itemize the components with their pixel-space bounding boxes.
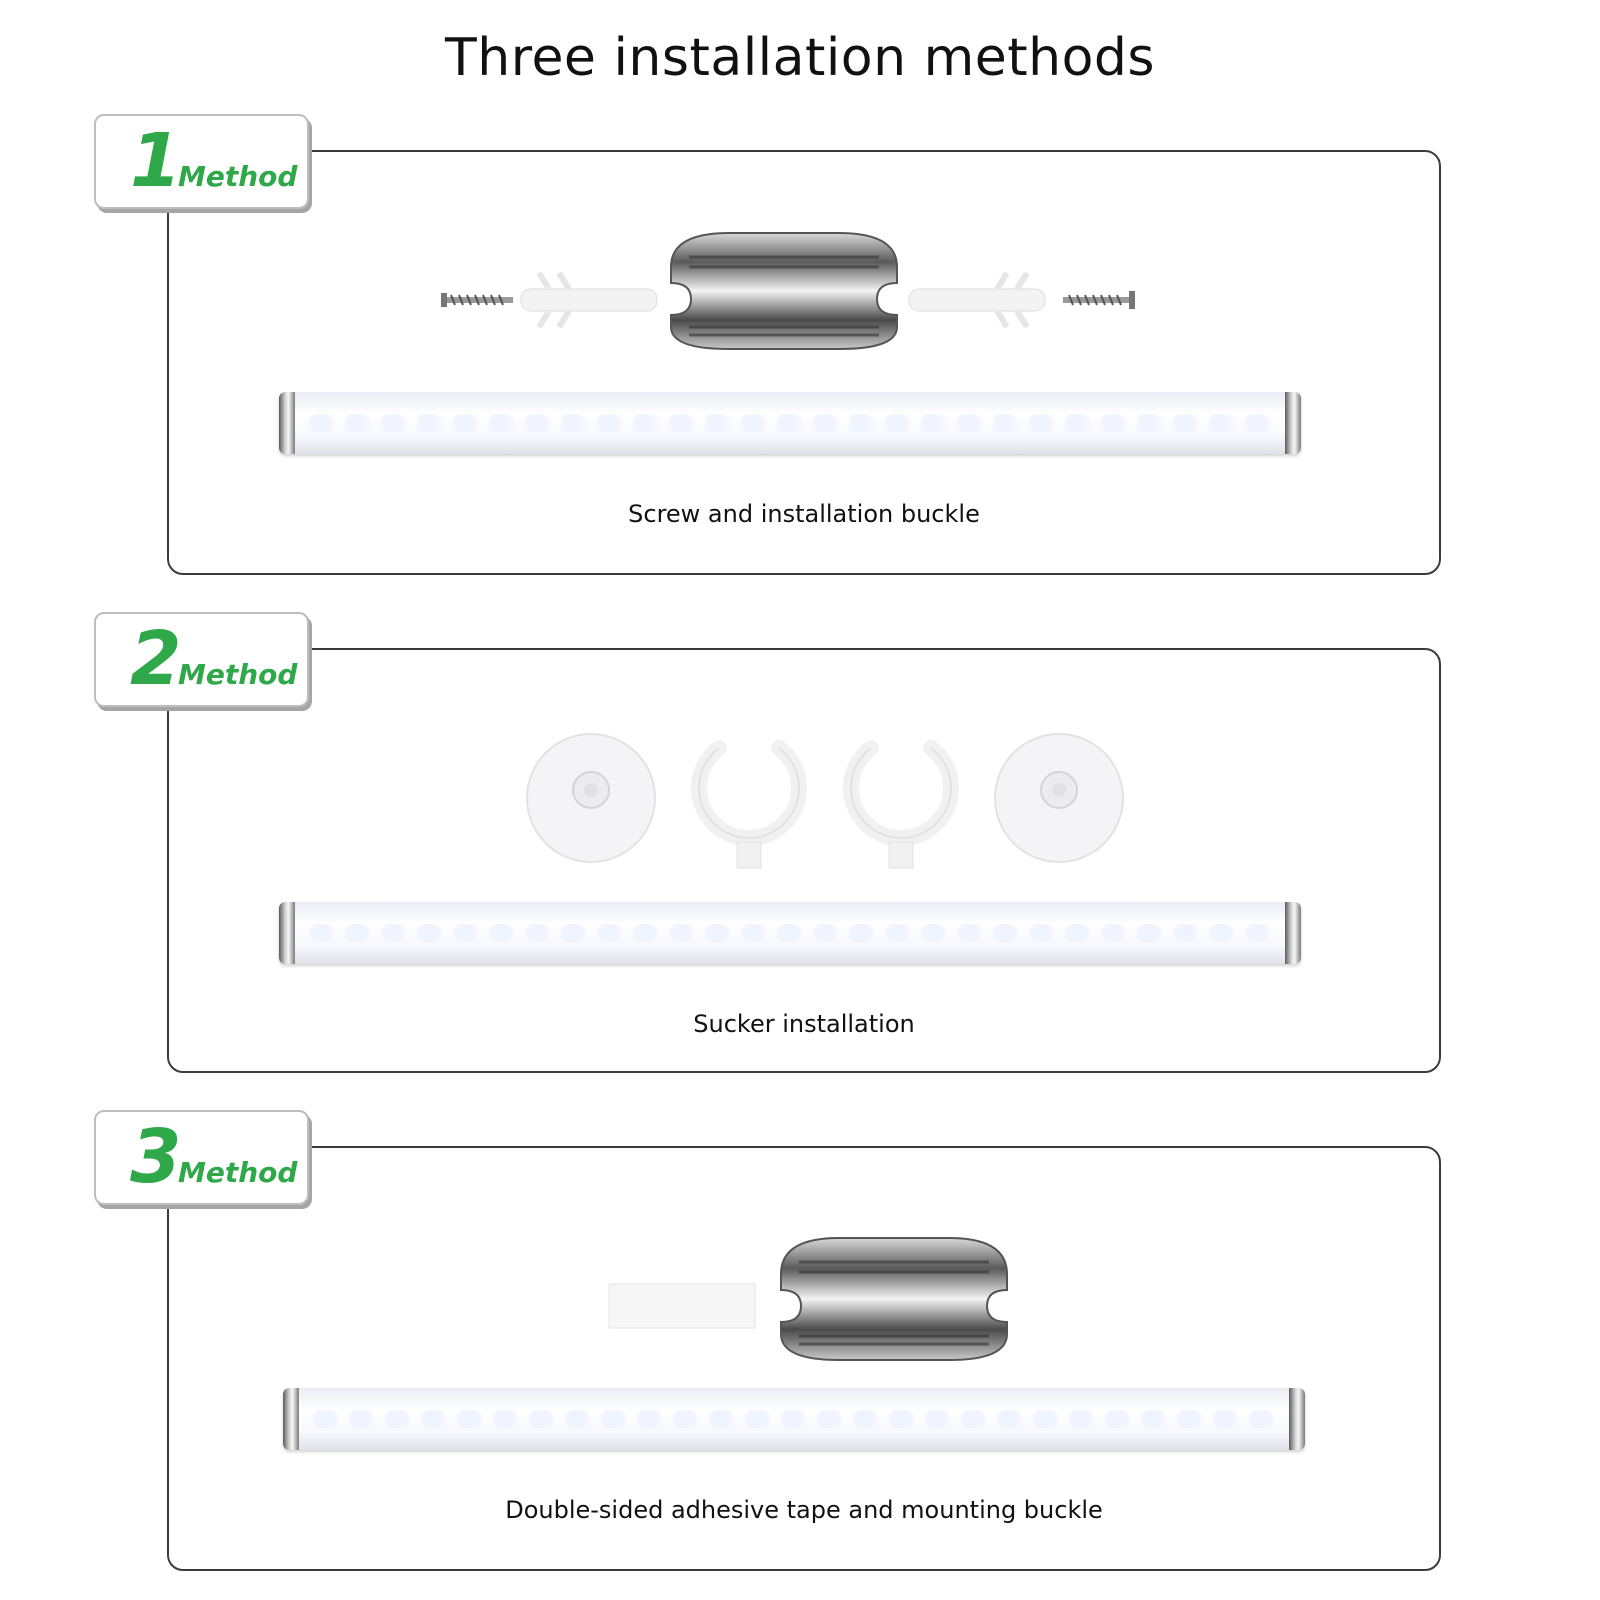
left-clip-icon xyxy=(691,740,807,869)
suction-cup-kit-illustration xyxy=(526,733,1124,869)
right-screw-icon xyxy=(1063,291,1135,309)
led-bar-image xyxy=(283,1388,1305,1450)
left-wall-anchor-icon xyxy=(520,271,658,329)
method-2-panel: Sucker installation xyxy=(167,648,1441,1073)
method-2-tab: 2 Method xyxy=(94,612,309,707)
method-1-panel: Screw and installation buckle xyxy=(167,150,1441,575)
method-3-label: Method xyxy=(178,1156,298,1189)
method-1-number: 1 xyxy=(130,118,182,204)
method-3-number: 3 xyxy=(130,1114,182,1200)
led-bar-image xyxy=(279,392,1301,454)
method-1-tab: 1 Method xyxy=(94,114,309,209)
page-title: Three installation methods xyxy=(444,28,1156,88)
method-1-label: Method xyxy=(178,160,298,193)
mounting-buckle-icon xyxy=(780,1237,1008,1361)
method-1-caption: Screw and installation buckle xyxy=(628,500,980,528)
adhesive-tape-icon xyxy=(608,1283,756,1329)
right-suction-cup-icon xyxy=(994,733,1124,863)
led-bar-image xyxy=(279,902,1301,964)
method-3-caption: Double-sided adhesive tape and mounting … xyxy=(505,1496,1103,1524)
method-3-panel: Double-sided adhesive tape and mounting … xyxy=(167,1146,1441,1571)
screw-mounting-kit-illustration xyxy=(441,232,1135,350)
method-2-label: Method xyxy=(178,658,298,691)
mounting-buckle-icon xyxy=(670,232,898,350)
method-3-tab: 3 Method xyxy=(94,1110,309,1205)
tape-mounting-kit-illustration xyxy=(608,1237,1008,1361)
right-wall-anchor-icon xyxy=(908,271,1046,329)
right-clip-icon xyxy=(843,740,959,869)
left-suction-cup-icon xyxy=(526,733,656,863)
method-2-number: 2 xyxy=(130,616,182,702)
left-screw-icon xyxy=(441,293,513,307)
method-2-caption: Sucker installation xyxy=(693,1010,915,1038)
